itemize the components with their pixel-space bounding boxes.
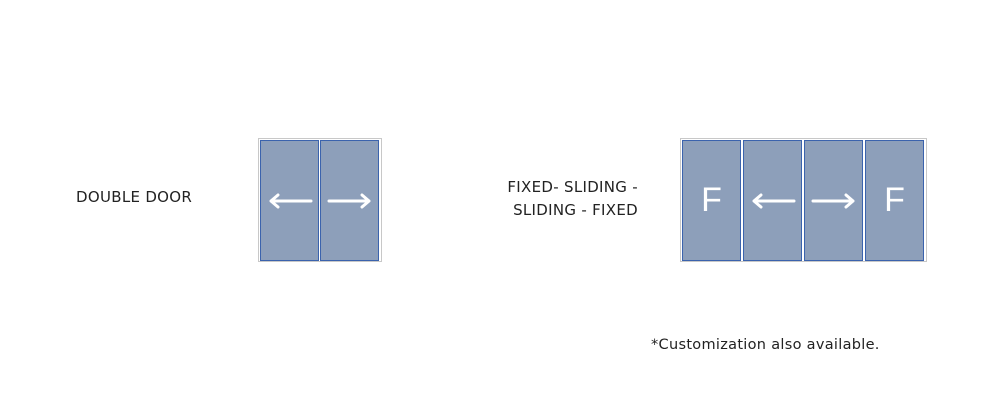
fixed-panel-right: F: [865, 140, 924, 261]
sliding-panel-right: [320, 140, 379, 261]
fixed-sliding-diagram: F F: [680, 138, 927, 262]
arrow-right-icon: [327, 193, 370, 208]
arrow-left-icon: [269, 193, 312, 208]
fixed-label: F: [884, 181, 905, 219]
arrow-right-icon: [811, 193, 854, 208]
sliding-panel-left: [260, 140, 319, 261]
fixed-label: F: [701, 181, 722, 219]
double-door-label: DOUBLE DOOR: [76, 188, 193, 206]
customization-footnote: *Customization also available.: [651, 337, 880, 353]
sliding-panel-left: [743, 140, 802, 261]
double-door-diagram: [258, 138, 382, 262]
sliding-panel-right: [804, 140, 863, 261]
fixed-sliding-label-line1: FIXED- SLIDING -: [507, 178, 638, 196]
fixed-sliding-label-line2: SLIDING - FIXED: [513, 201, 638, 219]
arrow-left-icon: [752, 193, 795, 208]
fixed-panel-left: F: [682, 140, 741, 261]
